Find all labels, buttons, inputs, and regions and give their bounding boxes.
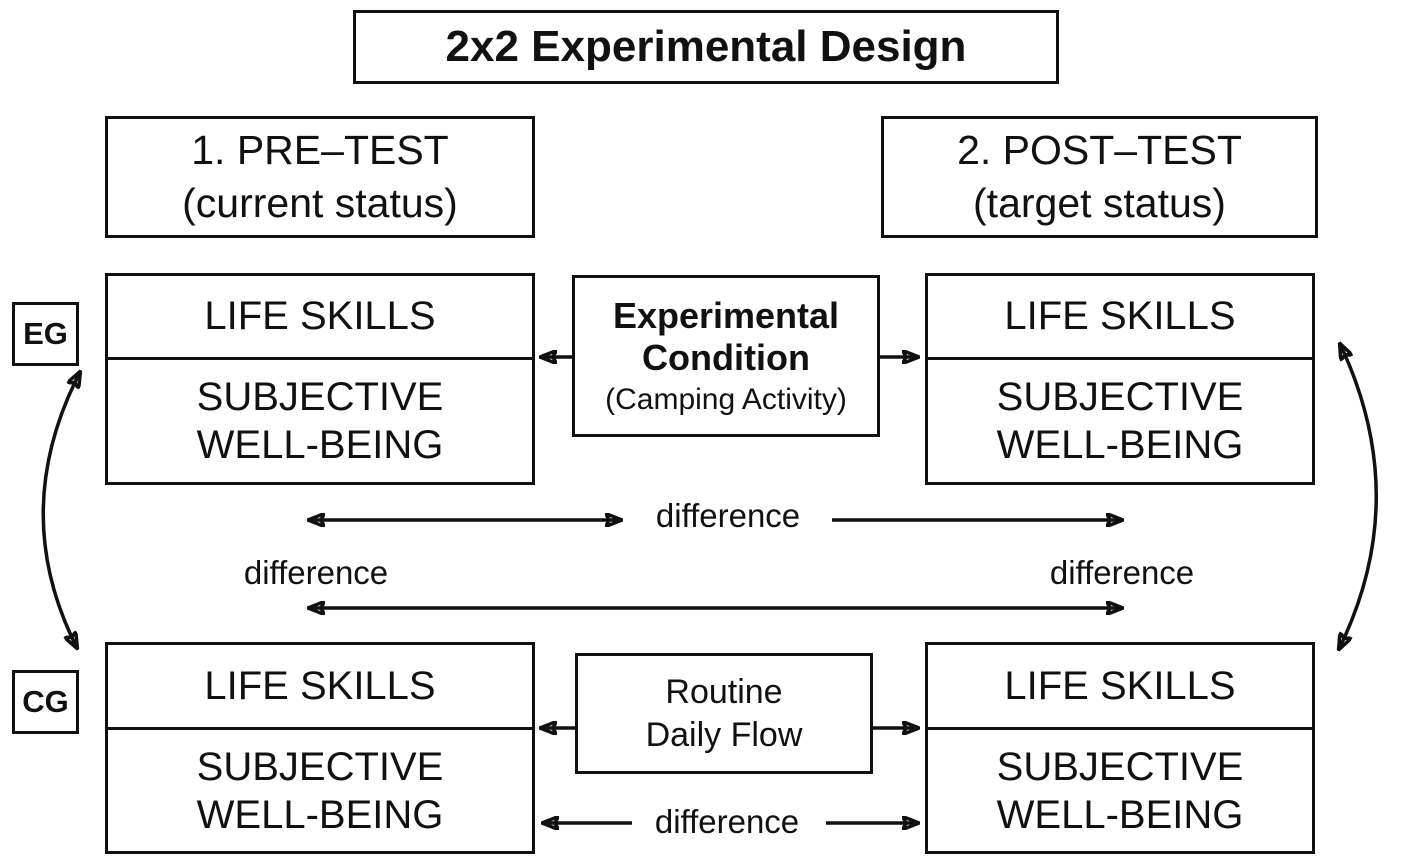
- well-being-line1: SUBJECTIVE: [996, 744, 1244, 789]
- pretest-header-box: 1. PRE–TEST (current status): [105, 116, 535, 238]
- eg-posttest-well-being: SUBJECTIVE WELL-BEING: [928, 360, 1312, 482]
- ec-line3: (Camping Activity): [605, 382, 847, 416]
- arrow-curved-right: [1339, 344, 1378, 649]
- cg-pretest-well-being: SUBJECTIVE WELL-BEING: [108, 730, 532, 851]
- control-group-label: CG: [12, 670, 79, 734]
- pretest-subtitle: (current status): [182, 180, 458, 226]
- cell-cg-pretest: LIFE SKILLS SUBJECTIVE WELL-BEING: [105, 642, 535, 854]
- well-being-line2: WELL-BEING: [996, 792, 1244, 837]
- cg-posttest-well-being: SUBJECTIVE WELL-BEING: [928, 730, 1312, 851]
- routine-daily-flow-box: Routine Daily Flow: [575, 653, 873, 774]
- pretest-title: 1. PRE–TEST: [191, 126, 449, 173]
- difference-label-mid-right: difference: [1045, 554, 1199, 592]
- cg-posttest-life-skills: LIFE SKILLS: [928, 645, 1312, 730]
- cg-pretest-life-skills: LIFE SKILLS: [108, 645, 532, 730]
- cell-cg-posttest: LIFE SKILLS SUBJECTIVE WELL-BEING: [925, 642, 1315, 854]
- well-being-line1: SUBJECTIVE: [196, 744, 444, 789]
- posttest-title: 2. POST–TEST: [957, 126, 1242, 173]
- cell-eg-posttest: LIFE SKILLS SUBJECTIVE WELL-BEING: [925, 273, 1315, 485]
- difference-label-bottom: difference: [650, 803, 804, 841]
- difference-label-top: difference: [651, 497, 805, 535]
- experimental-group-label: EG: [12, 302, 79, 366]
- well-being-line2: WELL-BEING: [196, 423, 444, 467]
- ec-line1: Experimental: [612, 294, 840, 336]
- eg-pretest-well-being: SUBJECTIVE WELL-BEING: [108, 360, 532, 482]
- difference-label-mid-left: difference: [239, 554, 393, 592]
- well-being-line1: SUBJECTIVE: [196, 375, 444, 419]
- cell-eg-pretest: LIFE SKILLS SUBJECTIVE WELL-BEING: [105, 273, 535, 485]
- rdf-line2: Daily Flow: [645, 715, 803, 754]
- arrow-curved-left: [41, 372, 80, 648]
- posttest-subtitle: (target status): [973, 180, 1226, 226]
- well-being-line2: WELL-BEING: [196, 792, 444, 837]
- posttest-header-box: 2. POST–TEST (target status): [881, 116, 1318, 238]
- eg-posttest-life-skills: LIFE SKILLS: [928, 276, 1312, 360]
- ec-line2: Condition: [642, 337, 810, 379]
- rdf-line1: Routine: [665, 673, 783, 711]
- well-being-line2: WELL-BEING: [996, 423, 1244, 467]
- eg-pretest-life-skills: LIFE SKILLS: [108, 276, 532, 360]
- experimental-condition-box: Experimental Condition (Camping Activity…: [572, 275, 880, 437]
- well-being-line1: SUBJECTIVE: [996, 375, 1244, 419]
- diagram-title: 2x2 Experimental Design: [353, 10, 1059, 84]
